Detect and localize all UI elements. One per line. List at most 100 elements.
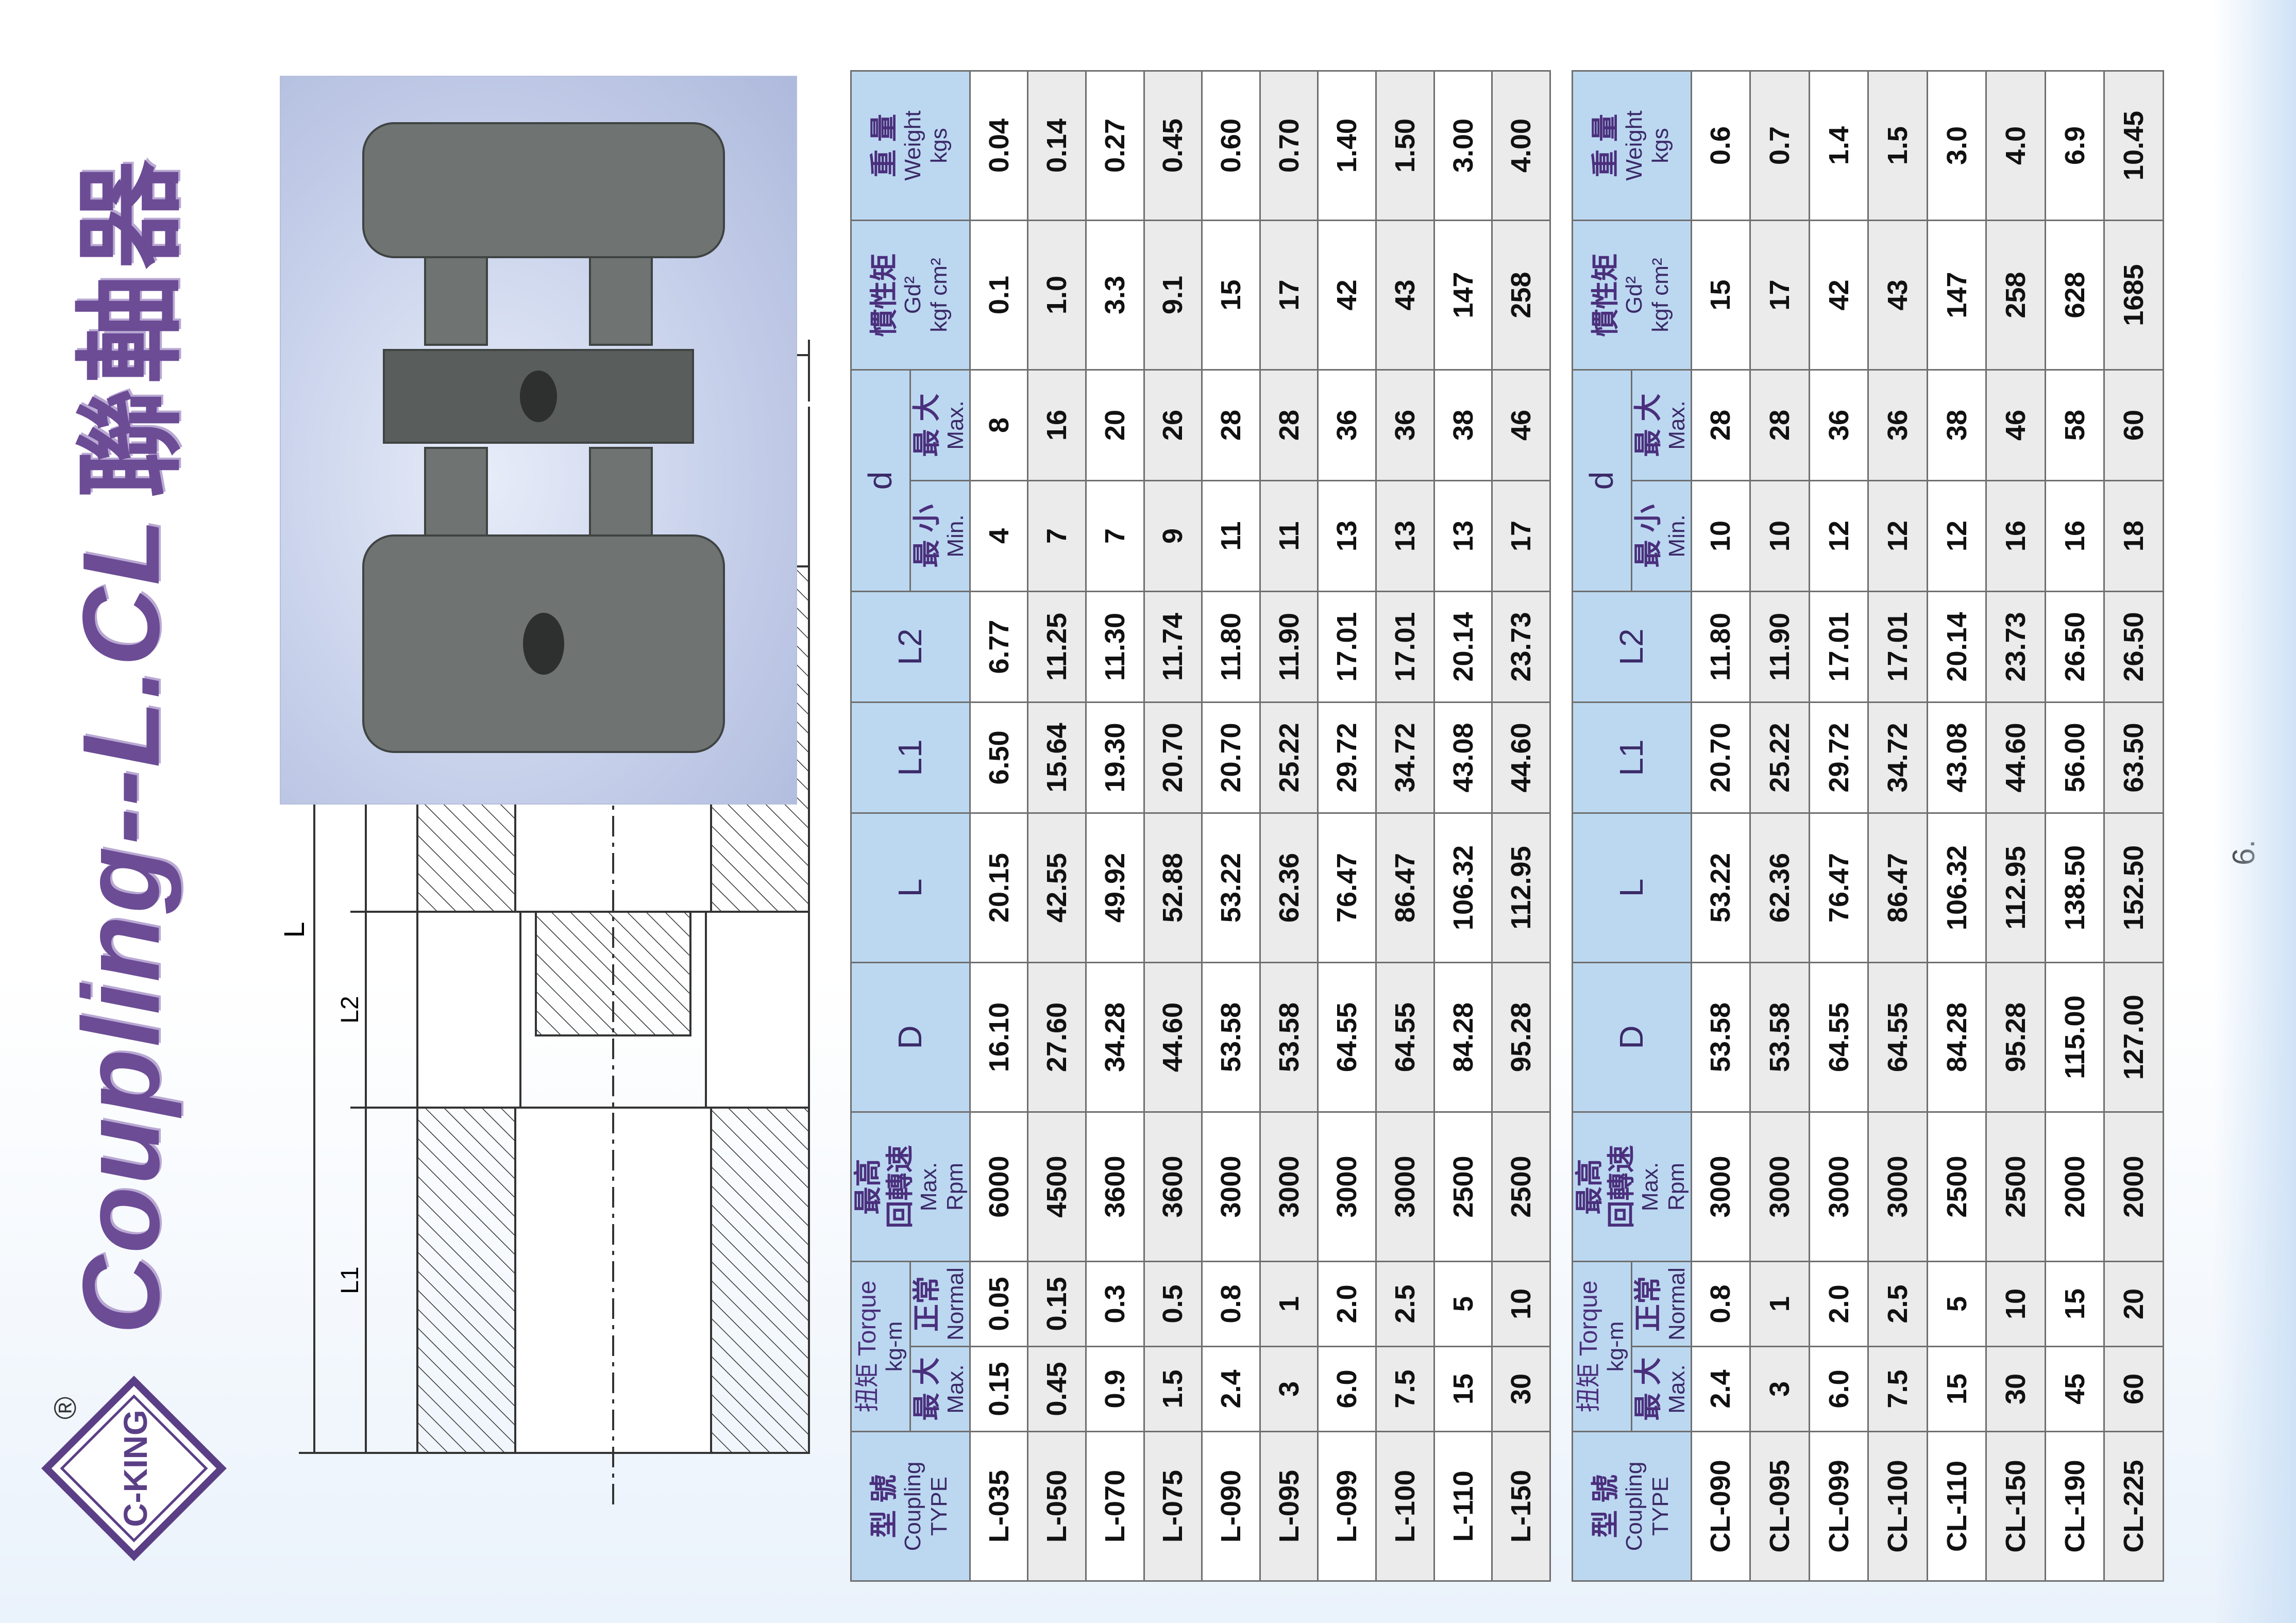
- cell-length-l: 76.47: [1318, 813, 1376, 963]
- cell-torque-max: 15: [1434, 1346, 1492, 1432]
- cell-length-l1: 29.72: [1318, 702, 1376, 813]
- cell-torque-max: 0.15: [970, 1346, 1028, 1432]
- cell-bore-max: 36: [1376, 370, 1434, 481]
- cell-type: CL-100: [1868, 1431, 1928, 1581]
- cell-length-l2: 17.01: [1376, 591, 1434, 702]
- cell-bore-min: 18: [2104, 480, 2164, 592]
- cell-inertia: 43: [1376, 220, 1434, 370]
- cell-weight: 10.45: [2104, 71, 2164, 221]
- cell-torque-normal: 2.0: [1809, 1261, 1868, 1347]
- cell-weight: 0.04: [970, 71, 1028, 221]
- page-title: Coupling--L.CL 聯軸器: [57, 155, 192, 1334]
- cell-bore-max: 26: [1144, 370, 1202, 481]
- cell-bore-min: 12: [1809, 480, 1868, 592]
- cell-torque-max: 2.4: [1202, 1346, 1260, 1432]
- cell-torque-normal: 2.0: [1318, 1261, 1376, 1347]
- cell-max-rpm: 2500: [1986, 1112, 2046, 1262]
- cell-outer-d: 95.28: [1492, 962, 1550, 1112]
- cell-outer-d: 53.58: [1691, 962, 1750, 1112]
- cell-torque-normal: 10: [1986, 1261, 2046, 1347]
- cell-weight: 4.0: [1986, 71, 2046, 221]
- cell-length-l1: 43.08: [1434, 702, 1492, 813]
- cell-type: L-100: [1376, 1431, 1434, 1581]
- cell-max-rpm: 3000: [1376, 1112, 1434, 1262]
- cell-length-l: 152.50: [2104, 813, 2164, 963]
- cell-type: L-050: [1027, 1431, 1086, 1581]
- cell-inertia: 42: [1318, 220, 1376, 370]
- header-bore-d: d: [851, 370, 910, 592]
- cell-torque-normal: 0.3: [1086, 1261, 1144, 1347]
- cell-torque-max: 45: [2045, 1346, 2104, 1432]
- cell-outer-d: 44.60: [1144, 962, 1202, 1112]
- cell-torque-normal: 20: [2104, 1261, 2164, 1347]
- cell-bore-min: 7: [1086, 480, 1144, 592]
- cell-type: CL-090: [1691, 1431, 1750, 1581]
- cell-inertia: 43: [1868, 220, 1928, 370]
- cell-bore-min: 12: [1927, 480, 1986, 592]
- cell-weight: 1.4: [1809, 71, 1868, 221]
- cell-length-l2: 20.14: [1434, 591, 1492, 702]
- cell-length-l2: 23.73: [1986, 591, 2046, 702]
- cell-bore-max: 46: [1986, 370, 2046, 481]
- cell-outer-d: 53.58: [1260, 962, 1318, 1112]
- page-number: 6.: [2226, 839, 2261, 865]
- header-l1: L1: [851, 702, 970, 813]
- header-d-outer: D: [1572, 962, 1692, 1112]
- cell-weight: 0.45: [1144, 71, 1202, 221]
- cell-length-l2: 11.80: [1202, 591, 1260, 702]
- cell-length-l: 20.15: [970, 813, 1028, 963]
- cell-outer-d: 27.60: [1027, 962, 1086, 1112]
- cell-max-rpm: 3000: [1868, 1112, 1928, 1262]
- cell-inertia: 147: [1927, 220, 1986, 370]
- cell-outer-d: 64.55: [1868, 962, 1928, 1112]
- cell-type: CL-190: [2045, 1431, 2104, 1581]
- cell-max-rpm: 6000: [970, 1112, 1028, 1262]
- cell-bore-max: 28: [1260, 370, 1318, 481]
- c-king-logo: C-KING: [41, 1376, 227, 1561]
- cell-outer-d: 95.28: [1986, 962, 2046, 1112]
- cell-torque-max: 7.5: [1376, 1346, 1434, 1432]
- title-cn: 聯軸器: [69, 155, 192, 498]
- cell-max-rpm: 4500: [1027, 1112, 1086, 1262]
- cell-length-l1: 44.60: [1492, 702, 1550, 813]
- cell-length-l2: 20.14: [1927, 591, 1986, 702]
- cell-torque-max: 0.9: [1086, 1346, 1144, 1432]
- title-en: Coupling--L.CL: [60, 516, 182, 1334]
- cell-length-l: 138.50: [2045, 813, 2104, 963]
- cell-type: CL-095: [1750, 1431, 1810, 1581]
- cell-torque-normal: 15: [2045, 1261, 2104, 1347]
- cell-length-l2: 11.90: [1750, 591, 1810, 702]
- cell-weight: 6.9: [2045, 71, 2104, 221]
- cell-length-l: 62.36: [1750, 813, 1810, 963]
- cell-torque-normal: 10: [1492, 1261, 1550, 1347]
- cell-length-l: 52.88: [1144, 813, 1202, 963]
- cell-length-l2: 11.80: [1691, 591, 1750, 702]
- cell-bore-min: 9: [1144, 480, 1202, 592]
- cell-weight: 1.5: [1868, 71, 1928, 221]
- dim-l1-left-label: L1: [336, 1266, 364, 1294]
- cell-length-l1: 29.72: [1809, 702, 1868, 813]
- cell-bore-max: 36: [1809, 370, 1868, 481]
- cell-max-rpm: 2500: [1492, 1112, 1550, 1262]
- cell-bore-min: 11: [1202, 480, 1260, 592]
- cell-bore-max: 8: [970, 370, 1028, 481]
- cell-type: CL-150: [1986, 1431, 2046, 1581]
- cell-length-l1: 34.72: [1376, 702, 1434, 813]
- cell-length-l2: 26.50: [2045, 591, 2104, 702]
- cell-max-rpm: 3000: [1260, 1112, 1318, 1262]
